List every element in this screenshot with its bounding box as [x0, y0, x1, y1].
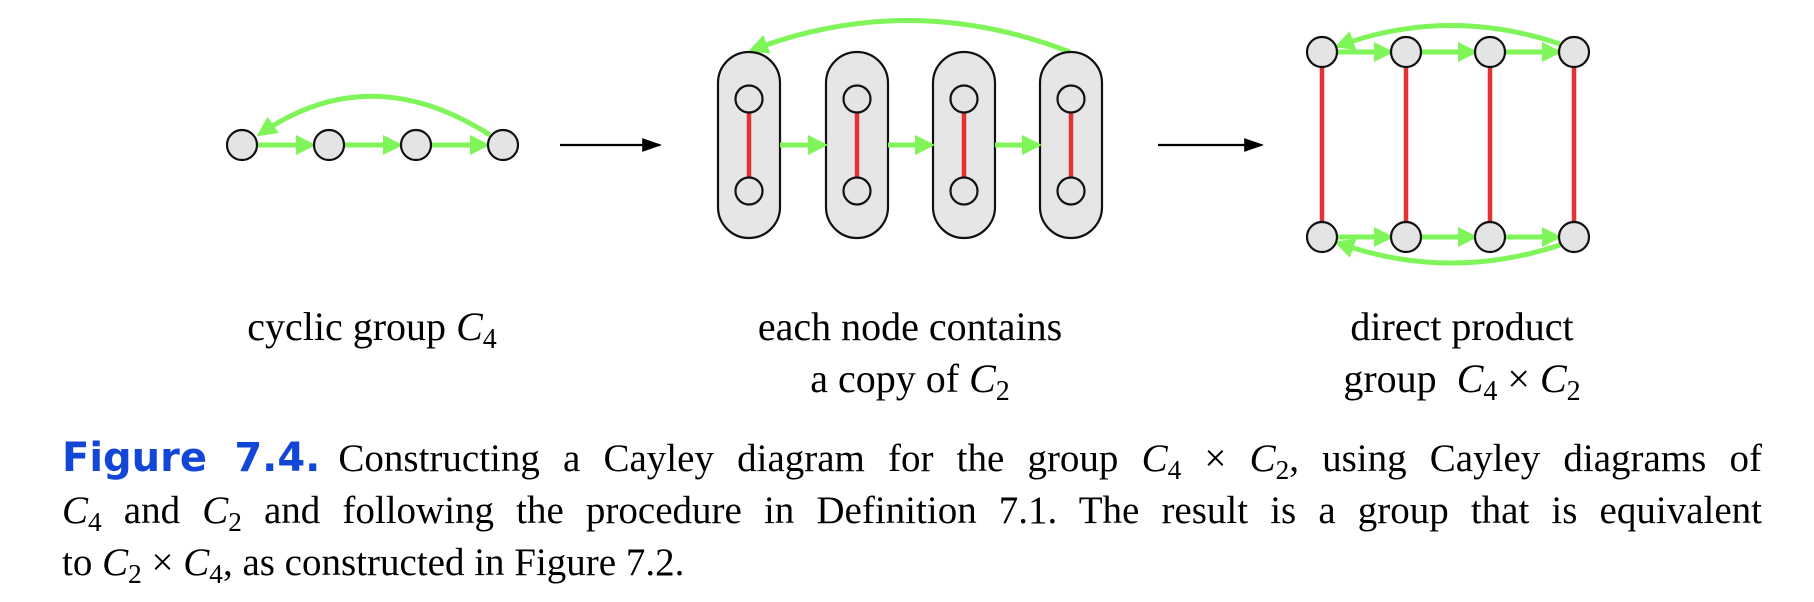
- node: [842, 84, 872, 114]
- label-each-node-line2: a copy of C2: [810, 356, 1010, 407]
- node: [1389, 35, 1423, 69]
- node: [1557, 35, 1591, 69]
- node: [225, 128, 259, 162]
- node: [1056, 84, 1086, 114]
- node: [734, 176, 764, 206]
- label-direct-product-line1: direct product: [1350, 304, 1573, 349]
- node: [1557, 220, 1591, 254]
- figure-label: Figure 7.4.: [62, 435, 321, 481]
- node: [1305, 220, 1339, 254]
- green-wrap-arrow: [1334, 238, 1561, 266]
- node: [842, 176, 872, 206]
- node: [1473, 220, 1507, 254]
- node: [1473, 35, 1507, 69]
- node: [734, 84, 764, 114]
- green-wrap-arrow: [256, 93, 492, 138]
- node: [949, 84, 979, 114]
- node: [486, 128, 520, 162]
- figure-caption: Figure 7.4.Constructing a Cayley diagram…: [62, 432, 1762, 589]
- green-wrap-arrow: [1334, 23, 1561, 50]
- label-direct-product-line2: group C4 × C2: [1343, 356, 1580, 407]
- label-each-node-line1: each node contains: [758, 304, 1062, 349]
- caption-line-1: Figure 7.4.Constructing a Cayley diagram…: [62, 435, 1762, 486]
- label-cyclic-group: cyclic group C4: [247, 304, 497, 355]
- node: [399, 128, 433, 162]
- caption-line-3: to C2 × C4, as constructed in Figure 7.2…: [62, 541, 685, 590]
- node: [1056, 176, 1086, 206]
- node: [1389, 220, 1423, 254]
- caption-line-2: C4 and C2 and following the procedure in…: [62, 489, 1762, 538]
- node: [312, 128, 346, 162]
- panel-cyclic-c4: [225, 93, 520, 162]
- green-wrap-arrow: [748, 18, 1071, 55]
- node: [1305, 35, 1339, 69]
- panel-nodes-with-c2: [716, 18, 1104, 240]
- panel-direct-product: [1305, 23, 1591, 266]
- node: [949, 176, 979, 206]
